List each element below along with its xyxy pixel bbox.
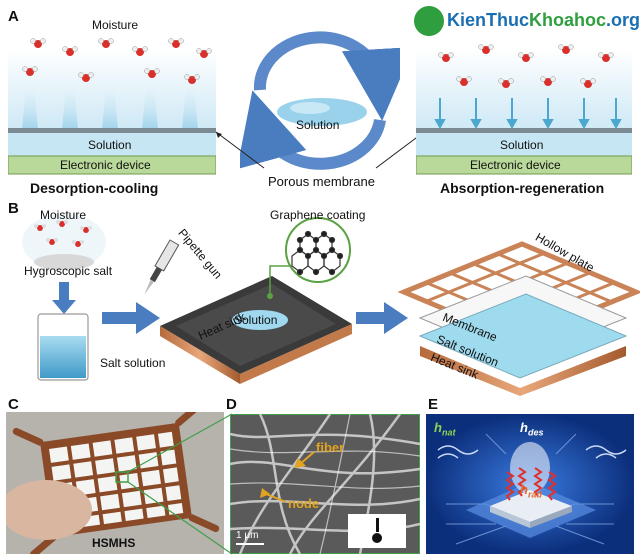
e-h-nat-label: hnat — [434, 420, 455, 438]
b-salt-label: Hygroscopic salt — [24, 264, 113, 278]
cycle-solution-label: Solution — [296, 118, 340, 132]
d-node-label: node — [288, 496, 320, 511]
panel-c-letter: C — [8, 396, 19, 413]
right-device-label: Electronic device — [470, 158, 561, 172]
watermark-part1: KienThuc — [447, 9, 530, 30]
porous-membrane-label: Porous membrane — [268, 174, 375, 189]
panel-d-sem — [230, 414, 420, 554]
e-h-rad-main: h — [520, 482, 528, 497]
b-graphene-label: Graphene coating — [270, 208, 366, 222]
c-caption: HSMHS — [92, 536, 136, 550]
e-h-nat-sub: nat — [441, 427, 456, 438]
water-molecules-right — [438, 44, 614, 88]
zoom-lines — [127, 413, 233, 555]
left-device-label: Electronic device — [60, 158, 151, 172]
panel-d-letter: D — [226, 396, 237, 413]
right-solution-label: Solution — [500, 138, 544, 152]
panel-a-letter: A — [8, 8, 19, 25]
panel-b-letter: B — [8, 200, 19, 217]
watermark-part3: .org — [606, 9, 640, 30]
cycle-diagram — [240, 31, 400, 170]
water-molecules-left — [22, 38, 212, 84]
b-moisture-label: Moisture — [40, 208, 87, 222]
e-h-rad-sub: rad — [527, 489, 542, 500]
panel-a-right-diagram — [416, 44, 632, 175]
membrane-pointers — [215, 131, 425, 169]
b-solution-label: Solution — [234, 313, 278, 327]
d-scale-label: 1 μm — [236, 530, 259, 541]
d-fiber-label: fiber — [316, 440, 345, 455]
panel-e-diagram — [426, 414, 634, 554]
watermark-logo-icon — [414, 6, 444, 36]
panel-b-diagram — [22, 214, 640, 396]
e-h-des-label: hdes — [520, 420, 543, 438]
right-caption: Absorption-regeneration — [440, 180, 605, 196]
e-h-des-main: h — [520, 420, 528, 435]
e-h-des-sub: des — [527, 427, 544, 438]
e-h-rad-label: hrad — [520, 482, 542, 500]
moisture-label: Moisture — [92, 18, 139, 32]
watermark: KienThucKhoahoc.org — [414, 6, 640, 36]
left-caption: Desorption-cooling — [30, 180, 159, 196]
panel-a-left-diagram — [8, 38, 216, 175]
e-h-nat-main: h — [434, 420, 442, 435]
panel-e-letter: E — [428, 396, 439, 413]
watermark-part2: Khoahoc — [529, 9, 607, 30]
b-salt-solution-label: Salt solution — [100, 356, 166, 370]
left-solution-label: Solution — [88, 138, 132, 152]
panel-c-photo — [6, 412, 224, 554]
